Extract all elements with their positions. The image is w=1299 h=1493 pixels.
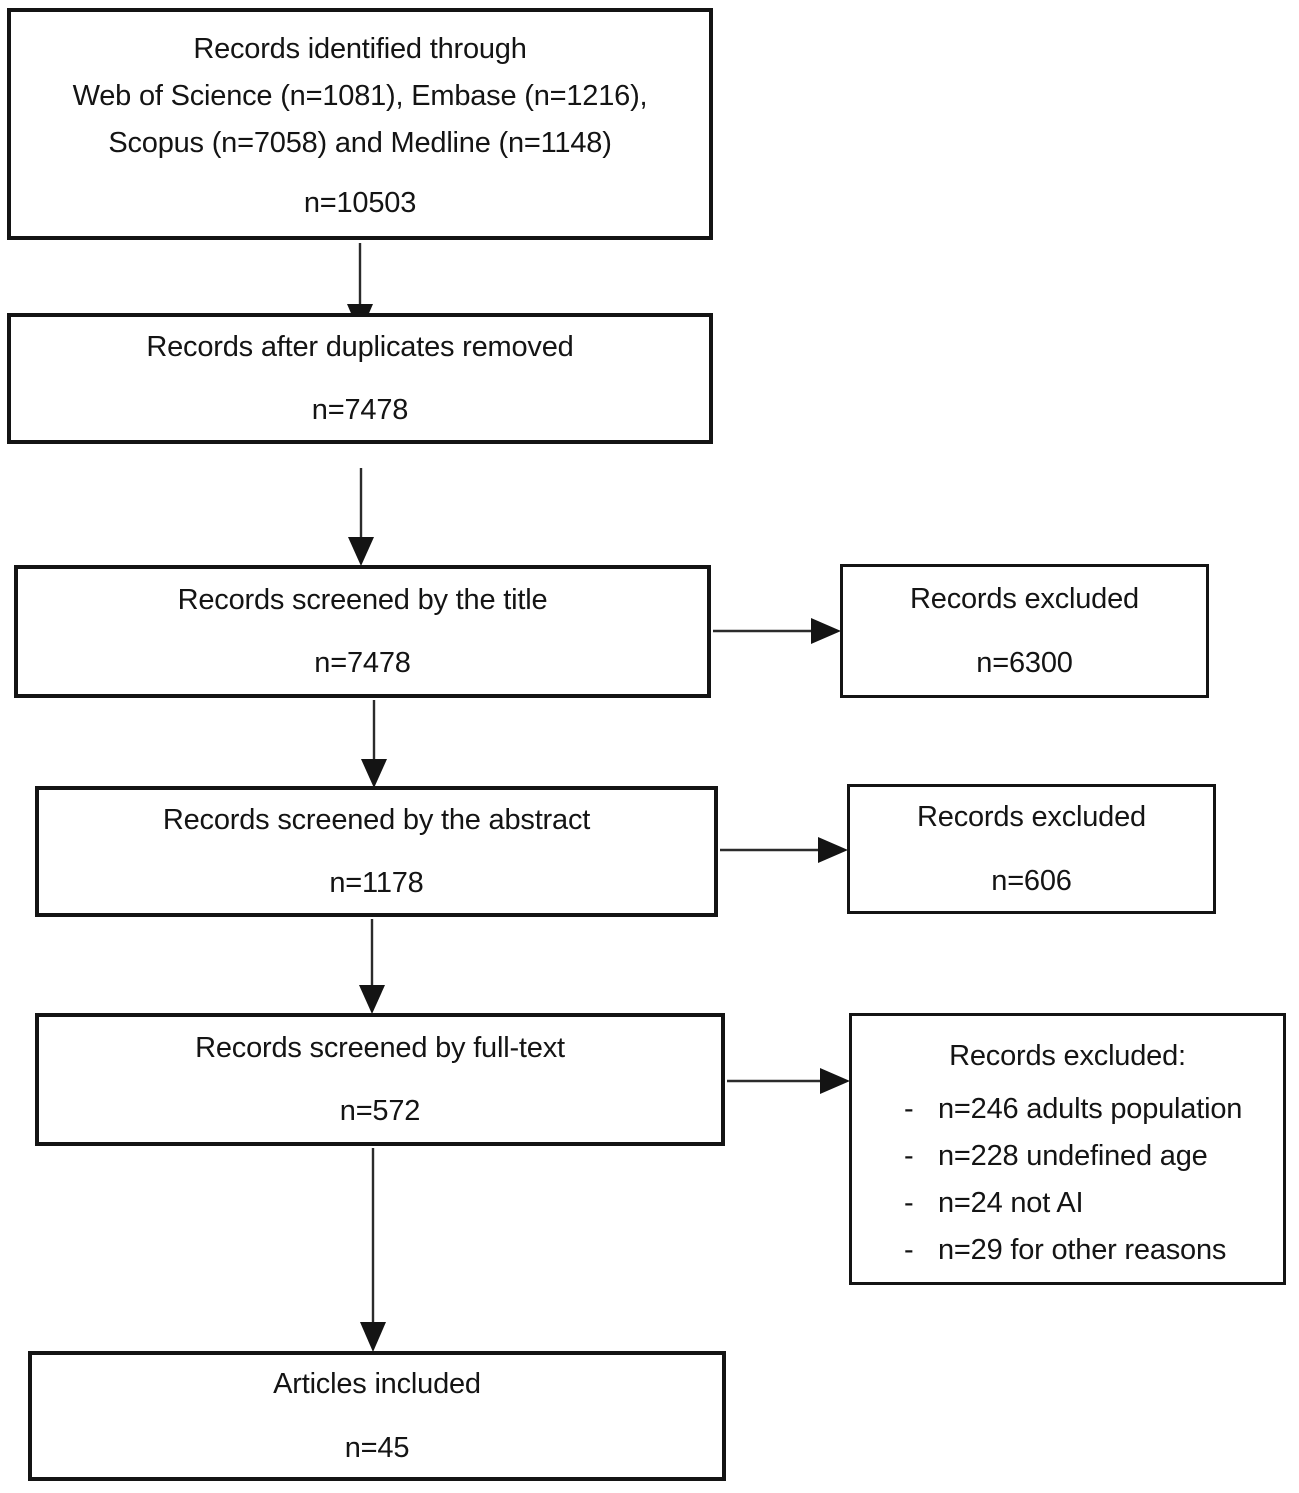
bullet-dash: - bbox=[904, 1234, 914, 1267]
box-screened-by-title: Records screened by the title n=7478 bbox=[14, 565, 711, 698]
exclusion-reason-item: - n=24 not AI bbox=[904, 1180, 1265, 1227]
box-articles-included: Articles included n=45 bbox=[28, 1351, 726, 1481]
arrow-screened-abstract-to-screened-fulltext bbox=[359, 919, 385, 1014]
exclusion-reason-text: n=29 for other reasons bbox=[938, 1234, 1227, 1267]
box-records-identified-label: Records identified through Web of Scienc… bbox=[73, 26, 648, 167]
box-screened-by-abstract: Records screened by the abstract n=1178 bbox=[35, 786, 718, 917]
arrow-screened-fulltext-to-excluded bbox=[727, 1068, 850, 1094]
box-screened-by-abstract-count: n=1178 bbox=[329, 867, 424, 899]
box-screened-by-abstract-label: Records screened by the abstract bbox=[162, 803, 591, 836]
exclusion-reason-item: - n=228 undefined age bbox=[904, 1133, 1265, 1180]
box-excluded-by-abstract-label: Records excluded bbox=[917, 801, 1146, 834]
box-excluded-by-title-count: n=6300 bbox=[976, 646, 1073, 679]
box-excluded-by-abstract: Records excluded n=606 bbox=[847, 784, 1216, 914]
exclusion-reason-item: - n=29 for other reasons bbox=[904, 1227, 1265, 1274]
box-records-identified: Records identified through Web of Scienc… bbox=[7, 8, 713, 240]
box-screened-by-fulltext-label: Records screened by full-text bbox=[195, 1031, 565, 1064]
arrow-duplicates-to-screened-title bbox=[348, 468, 374, 566]
box-duplicates-removed: Records after duplicates removed n=7478 bbox=[7, 313, 713, 444]
box-duplicates-removed-count: n=7478 bbox=[311, 394, 409, 426]
exclusion-reason-list: - n=246 adults population - n=228 undefi… bbox=[870, 1086, 1265, 1274]
box-excluded-by-abstract-count: n=606 bbox=[991, 864, 1072, 897]
exclusion-reason-text: n=246 adults population bbox=[938, 1093, 1243, 1126]
arrow-screened-abstract-to-excluded bbox=[720, 837, 848, 863]
bullet-dash: - bbox=[904, 1093, 914, 1126]
exclusion-reason-text: n=24 not AI bbox=[938, 1187, 1084, 1220]
label-line: Web of Science (n=1081), Embase (n=1216)… bbox=[72, 80, 648, 113]
box-excluded-by-title: Records excluded n=6300 bbox=[840, 564, 1209, 698]
label-line: Records identified through bbox=[193, 33, 527, 66]
box-records-identified-count: n=10503 bbox=[303, 187, 417, 220]
label-line: Scopus (n=7058) and Medline (n=1148) bbox=[108, 127, 612, 160]
arrow-screened-fulltext-to-included bbox=[360, 1148, 386, 1352]
box-excluded-by-fulltext: Records excluded: - n=246 adults populat… bbox=[849, 1013, 1286, 1285]
box-screened-by-fulltext-count: n=572 bbox=[339, 1095, 421, 1127]
box-duplicates-removed-label: Records after duplicates removed bbox=[146, 330, 574, 363]
exclusion-reason-item: - n=246 adults population bbox=[904, 1086, 1265, 1133]
bullet-dash: - bbox=[904, 1140, 914, 1173]
box-articles-included-label: Articles included bbox=[273, 1368, 481, 1401]
box-excluded-by-fulltext-title: Records excluded: bbox=[949, 1040, 1186, 1072]
box-screened-by-title-label: Records screened by the title bbox=[177, 583, 548, 616]
arrow-screened-title-to-excluded bbox=[713, 618, 841, 644]
box-articles-included-count: n=45 bbox=[344, 1431, 410, 1464]
bullet-dash: - bbox=[904, 1187, 914, 1220]
box-excluded-by-title-label: Records excluded bbox=[910, 583, 1139, 616]
exclusion-reason-text: n=228 undefined age bbox=[938, 1140, 1208, 1173]
box-screened-by-title-count: n=7478 bbox=[314, 647, 411, 679]
box-screened-by-fulltext: Records screened by full-text n=572 bbox=[35, 1013, 725, 1146]
arrow-screened-title-to-screened-abstract bbox=[361, 700, 387, 788]
